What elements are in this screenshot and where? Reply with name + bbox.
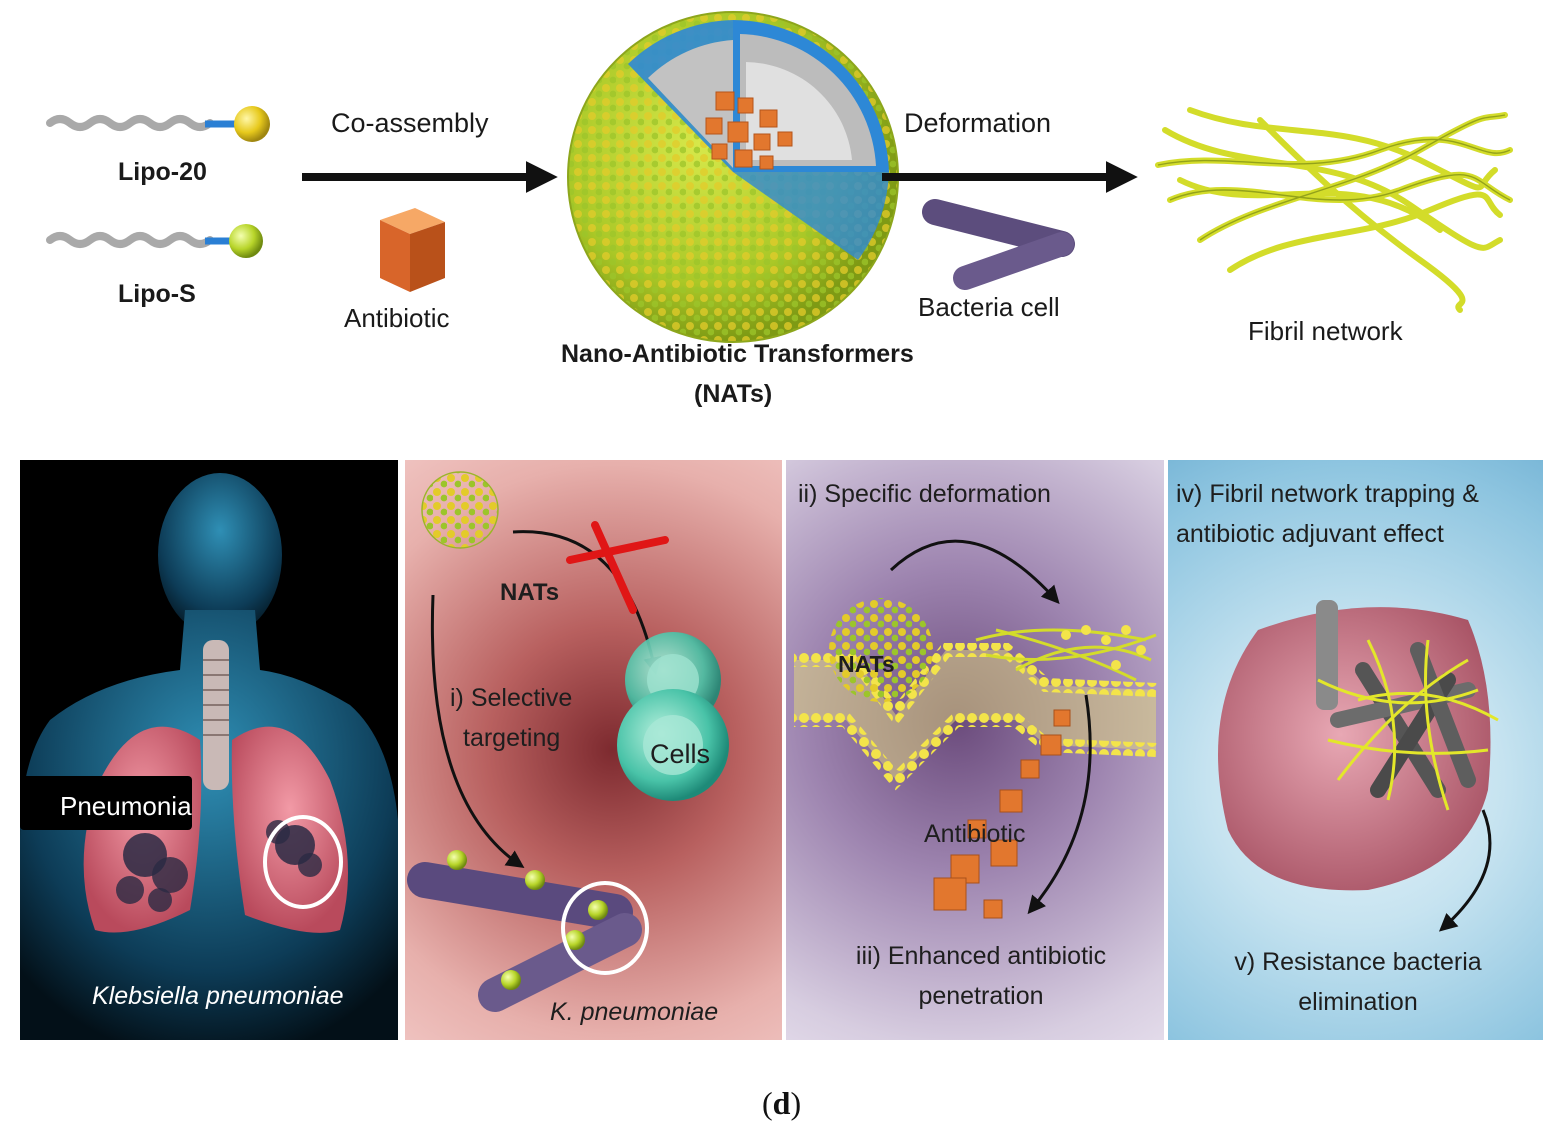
deformation-arrow-curve (889, 539, 1060, 605)
bacteria-cell-icon (922, 199, 1075, 290)
antibiotic-cube-icon (380, 208, 445, 292)
pneumonia-label: Pneumonia (60, 791, 192, 821)
targeting-illustration (407, 471, 729, 1012)
nats-label-p2: NATs (500, 579, 560, 606)
deformation-label: Deformation (904, 108, 1052, 138)
caption-open: ( (762, 1085, 773, 1121)
antibiotic-cubes (933, 709, 1071, 919)
antibiotic-label: Antibiotic (344, 303, 450, 333)
targeting-label-2: targeting (463, 724, 561, 752)
trapping-label-2: antibiotic adjuvant effect (1176, 520, 1444, 548)
nats-title-label: Nano-Antibiotic Transformers (561, 340, 914, 368)
penetration-arrow (1027, 694, 1092, 915)
pneumonia-label-box (20, 776, 192, 830)
panel-selective-targeting: NATs i) Selective targeting Cells K. pne… (405, 460, 782, 1040)
panel-pneumonia: Pneumonia Klebsiella pneumoniae (20, 460, 398, 1040)
species-label: Klebsiella pneumoniae (92, 982, 344, 1010)
body-illustration (20, 473, 398, 1040)
panel-fibril-trapping: iv) Fibril network trapping & antibiotic… (1168, 460, 1543, 1040)
caption-close: ) (790, 1085, 802, 1121)
targeting-arrow (430, 594, 525, 869)
deformation-label-p3: ii) Specific deformation (798, 480, 1051, 508)
lipo20-label: Lipo-20 (118, 158, 207, 186)
fibrils-p4 (1317, 639, 1499, 811)
bacteria-cell-label: Bacteria cell (918, 292, 1060, 322)
elimination-arrow (1438, 809, 1492, 932)
blocked-arrow (512, 530, 662, 676)
trapping-illustration (1218, 600, 1499, 932)
coassembly-label: Co-assembly (331, 108, 489, 138)
fibril-network-icon (1155, 107, 1513, 313)
nats-sphere (567, 11, 899, 343)
fibril-network-label: Fibril network (1248, 316, 1403, 346)
blocked-cross-icon (566, 521, 669, 614)
kp-bacteria (407, 850, 642, 1012)
lipo20-molecule (46, 106, 270, 142)
kp-highlight-circle (561, 881, 649, 975)
antibiotic-label-p3: Antibiotic (924, 820, 1026, 848)
nats-abbr-label: (NATs) (694, 380, 773, 408)
caption-letter: d (772, 1085, 791, 1121)
nats-label-p3: NATs (838, 651, 895, 677)
panel-specific-deformation: ii) Specific deformation NATs Antibiotic… (786, 460, 1164, 1040)
trapping-label-1: iv) Fibril network trapping & (1176, 480, 1479, 508)
elimination-label-2: elimination (1298, 988, 1418, 1016)
figure-caption: (d) (762, 1085, 801, 1122)
penetration-label-2: penetration (918, 982, 1044, 1010)
cells-label: Cells (650, 739, 711, 769)
deformation-illustration (794, 539, 1157, 919)
nats-particle-p3 (829, 598, 933, 702)
bacteria-cluster (1330, 642, 1476, 798)
infection-cluster-left (116, 833, 188, 912)
elimination-label-1: v) Resistance bacteria (1234, 948, 1482, 976)
kp-label: K. pneumoniae (550, 998, 719, 1026)
lipoS-label: Lipo-S (118, 280, 196, 308)
top-scheme (46, 11, 1513, 343)
infection-highlight-circle (263, 815, 343, 909)
nats-particle (422, 472, 498, 548)
penetration-label-1: iii) Enhanced antibiotic (855, 942, 1107, 970)
lipoS-molecule (46, 224, 263, 258)
targeting-label-1: i) Selective (450, 684, 573, 712)
